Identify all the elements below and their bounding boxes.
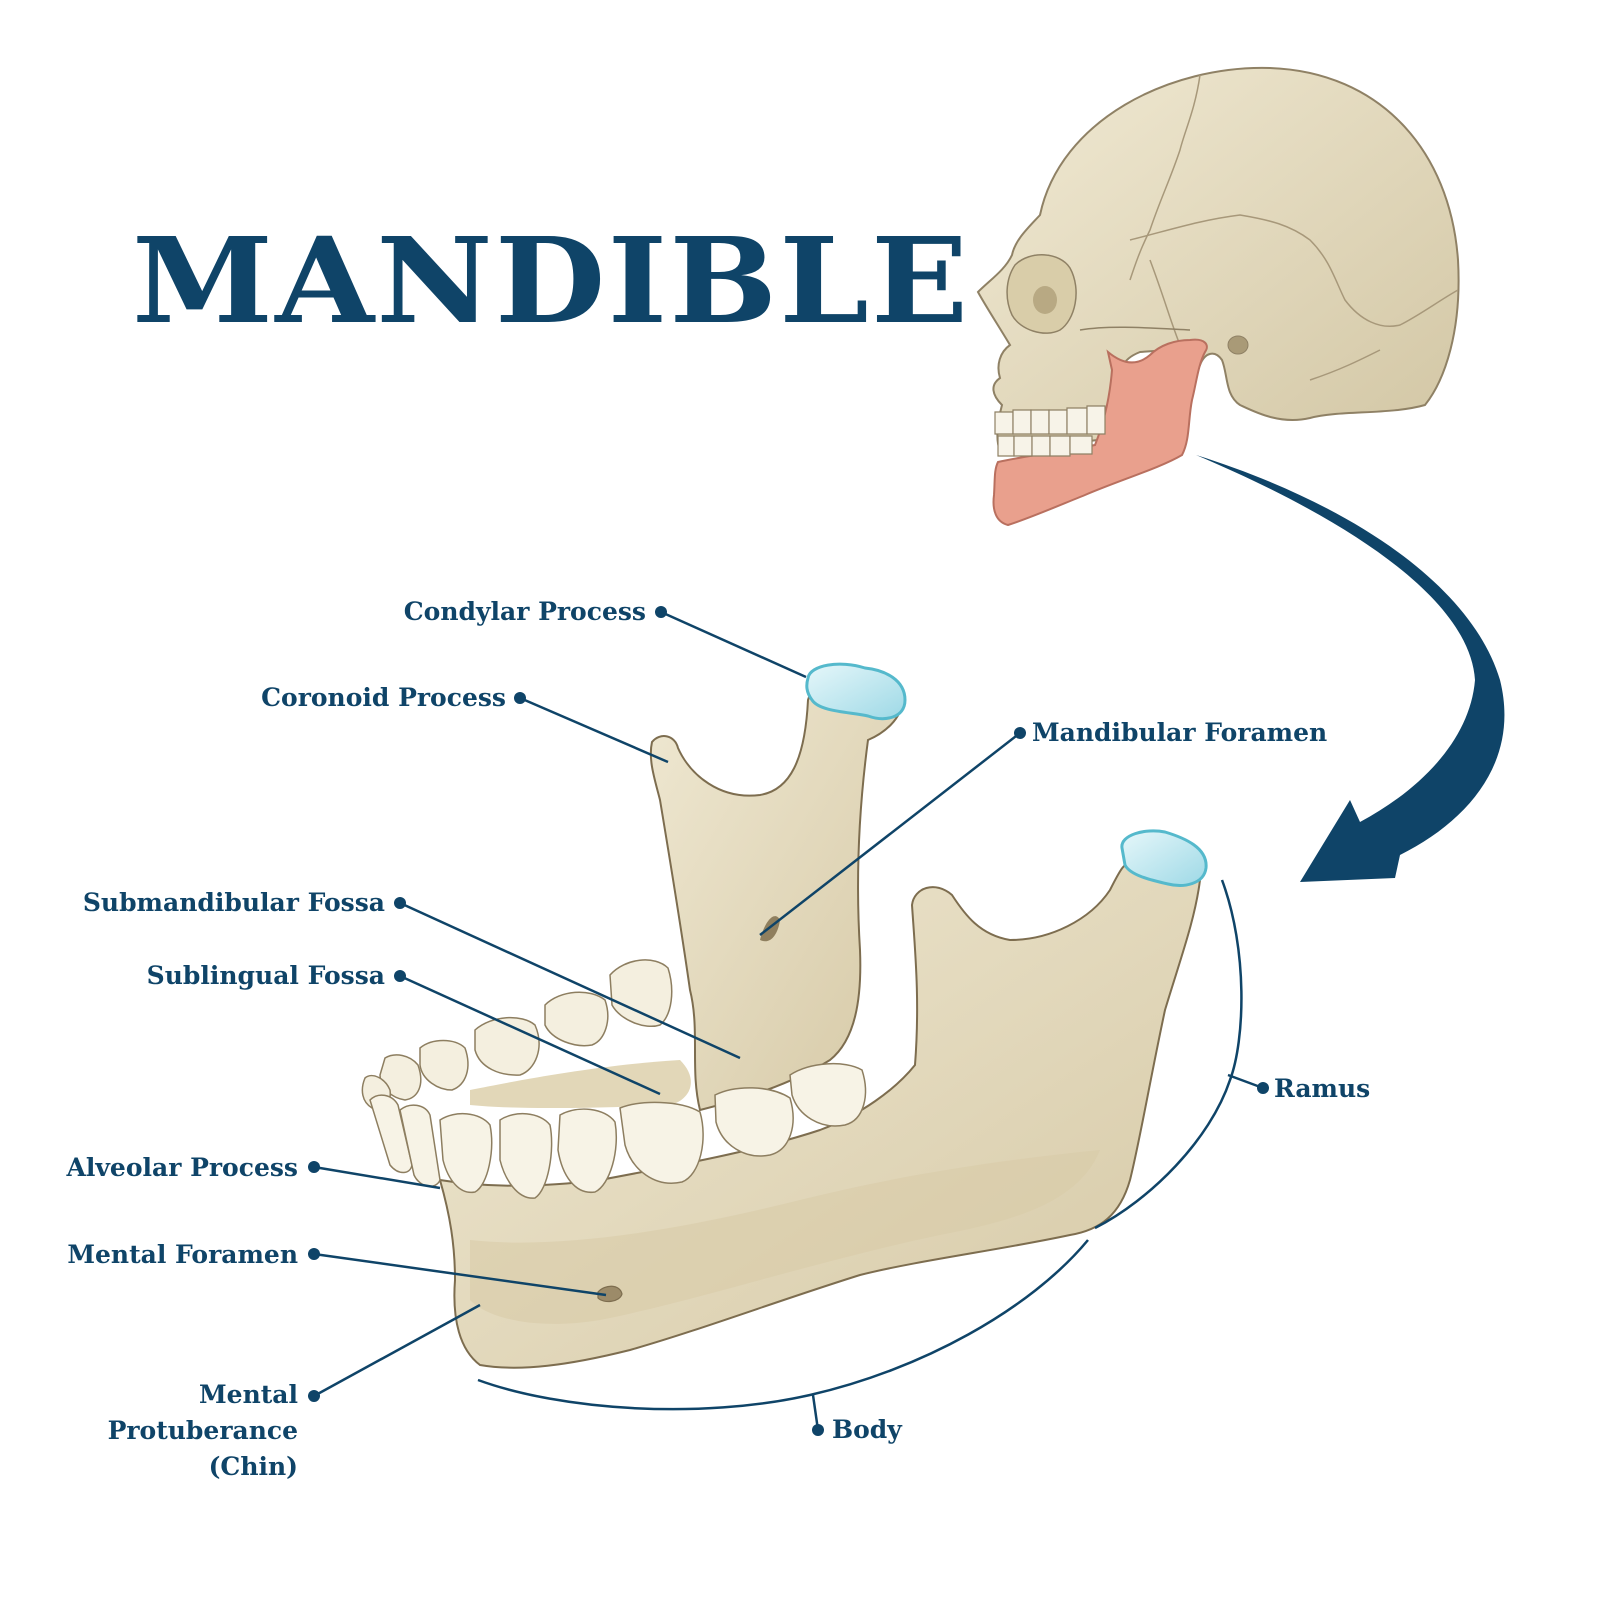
label-mental-protuberance-line3: (Chin) [208,1452,298,1481]
page-title: MANDIBLE [132,211,971,350]
label-body: Body [832,1415,902,1444]
skull-icon [976,66,1460,527]
label-coronoid-process: Coronoid Process [261,683,506,712]
curved-arrow-icon [1196,455,1505,882]
label-mandibular-foramen: Mandibular Foramen [1032,718,1328,747]
leader-dots [308,606,1269,1436]
label-ramus: Ramus [1274,1074,1371,1103]
label-mental-protuberance-line1: Mental [199,1380,298,1409]
label-mental-protuberance: Mental Protuberance (Chin) [38,1377,298,1485]
label-sublingual-fossa: Sublingual Fossa [146,961,385,990]
label-mental-protuberance-line2: Protuberance [107,1416,298,1445]
mandible-illustration [361,662,1208,1369]
label-mental-foramen: Mental Foramen [67,1240,298,1269]
label-condylar-process: Condylar Process [403,597,646,626]
label-alveolar-process: Alveolar Process [66,1153,299,1182]
leader-lines [313,610,1264,1431]
label-submandibular-fossa: Submandibular Fossa [82,888,385,917]
